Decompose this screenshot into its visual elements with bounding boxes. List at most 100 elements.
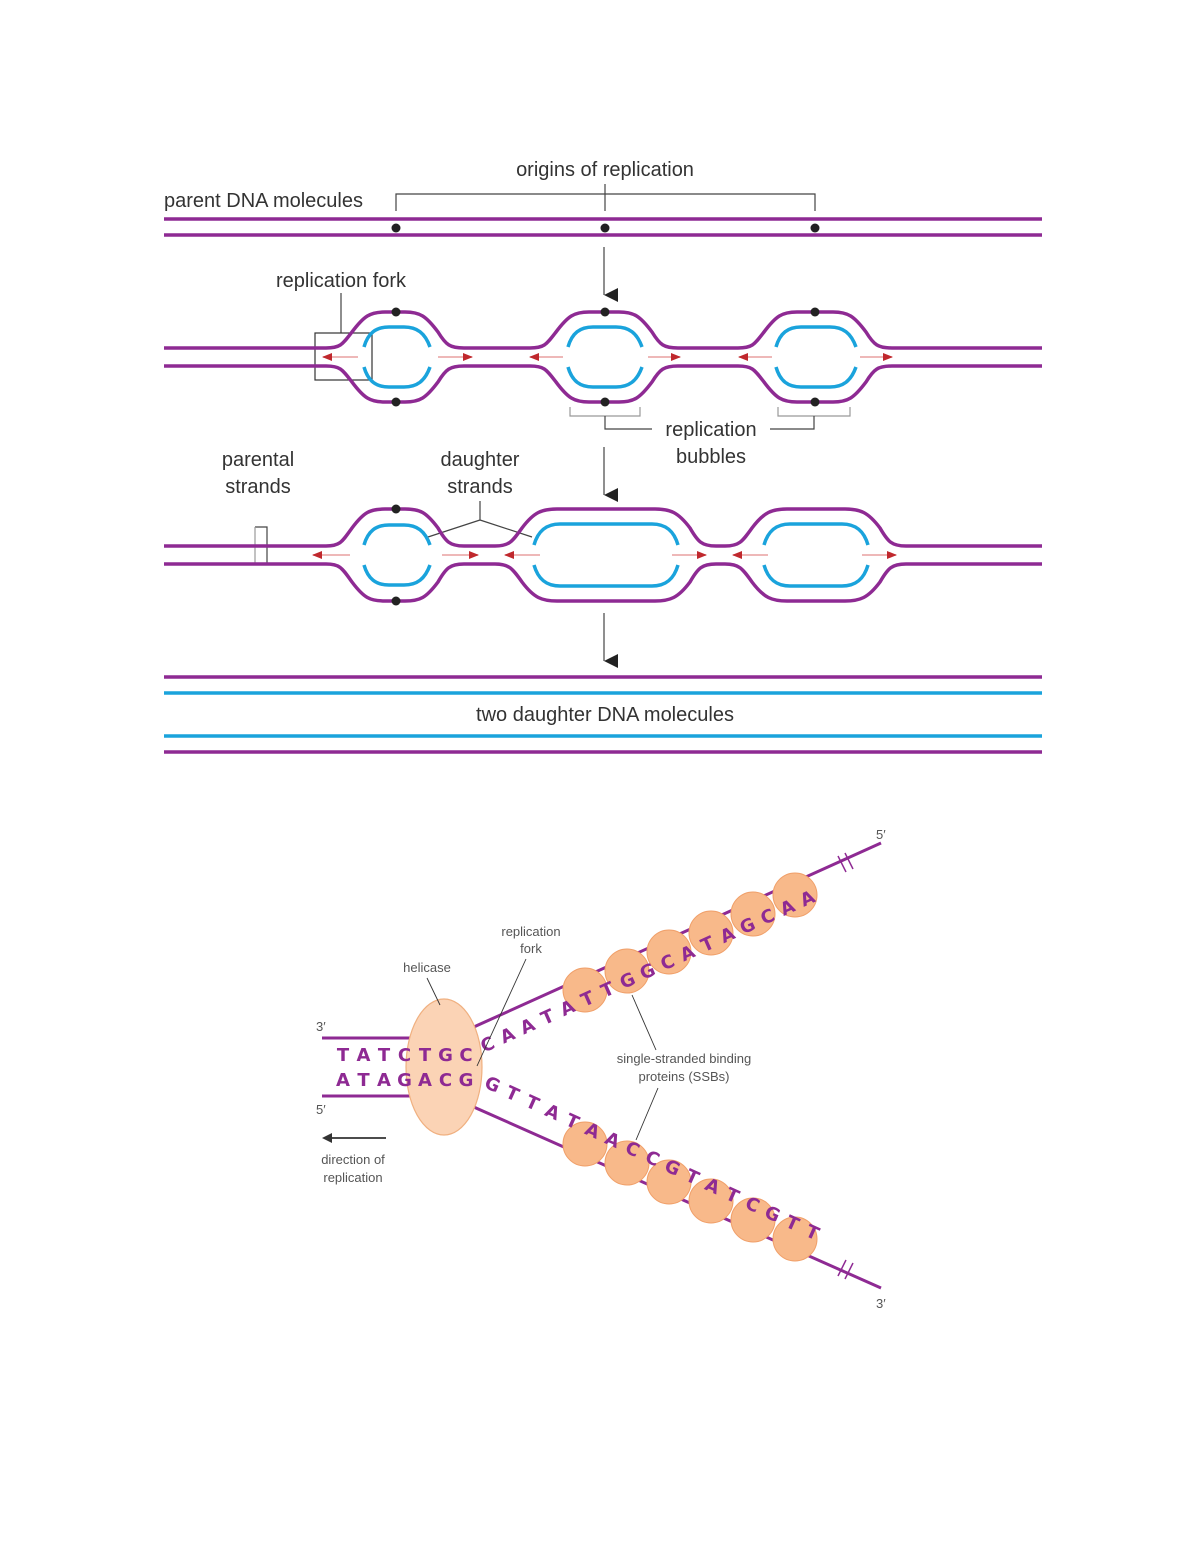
daughter-strand <box>362 523 432 546</box>
direction-label-line2: replication <box>323 1170 382 1185</box>
origin-dot <box>391 307 401 317</box>
strand-break-mark <box>837 1259 854 1280</box>
base-letter: C <box>439 1070 452 1091</box>
two-daughter-molecules-label: two daughter DNA molecules <box>476 704 734 726</box>
origin-dot <box>810 307 820 317</box>
daughter-strand <box>362 325 432 348</box>
daughter-molecules-row: two daughter DNA molecules <box>164 675 1042 754</box>
daughter-strand <box>762 522 870 546</box>
ssb-protein <box>772 872 818 918</box>
ssb-protein <box>604 1140 650 1186</box>
daughter-strand <box>532 564 680 588</box>
ssb-protein <box>646 1159 692 1205</box>
bubbles-row: replication fork <box>164 270 1042 468</box>
replication-fork-label: replication fork <box>276 270 407 292</box>
origin-dot <box>600 397 610 407</box>
daughter-strand <box>362 564 432 587</box>
base-letter: A <box>377 1070 391 1091</box>
ssb-label-line2: proteins (SSBs) <box>638 1069 729 1084</box>
base-letter: T <box>502 1082 522 1106</box>
origins-label: origins of replication <box>516 159 694 181</box>
ssb-label-line1: single-stranded binding <box>617 1051 751 1066</box>
origin-dot <box>600 223 610 233</box>
direction-arrowhead <box>322 1133 332 1143</box>
replication-fork-leader <box>476 958 527 1067</box>
bubble-bracket <box>777 407 851 417</box>
ssb-protein <box>562 967 608 1013</box>
parental-strands-label-line1: parental <box>222 449 294 471</box>
end-label-5prime-left: 5′ <box>316 1102 326 1117</box>
ssb-protein <box>688 1178 734 1224</box>
base-letter: T <box>419 1045 432 1066</box>
base-letter: A <box>497 1023 518 1048</box>
base-letter: G <box>481 1072 503 1097</box>
ssb-leader-upper <box>631 994 657 1051</box>
parent-strand-top <box>164 507 1042 548</box>
parent-strand-top <box>164 310 1042 350</box>
base-letter: C <box>459 1045 472 1066</box>
end-label-3prime-left: 3′ <box>316 1019 326 1034</box>
daughter-strand <box>774 366 858 389</box>
daughter-strand <box>566 366 644 389</box>
base-letter: T <box>378 1045 391 1066</box>
ssb-protein <box>730 1197 776 1243</box>
ssb-proteins-lower <box>562 1121 818 1262</box>
base-letter: A <box>418 1070 432 1091</box>
parent-strand-bottom <box>164 562 1042 603</box>
daughter-strands-label-line1: daughter <box>441 449 520 471</box>
bubbles-leader <box>604 416 652 430</box>
replication-bubbles-label-line2: bubbles <box>676 446 746 468</box>
end-label-5prime-right: 5′ <box>876 827 886 842</box>
replication-bubbles-label-line1: replication <box>665 419 756 441</box>
replication-fork-box <box>314 332 373 381</box>
ssb-protein <box>646 929 692 975</box>
base-letter: G <box>397 1070 412 1091</box>
base-letter: T <box>538 1005 558 1029</box>
parental-strands-bracket <box>255 526 268 563</box>
end-label-3prime-right: 3′ <box>876 1296 886 1311</box>
base-letter: T <box>337 1045 350 1066</box>
daughter-strand <box>566 325 644 348</box>
strand-break-mark <box>837 852 854 873</box>
base-letter: T <box>522 1091 542 1115</box>
base-letter: A <box>517 1014 538 1039</box>
parental-strands-label-line2: strands <box>225 476 291 498</box>
helicase-enzyme <box>405 998 483 1136</box>
origin-dot <box>810 397 820 407</box>
ssb-leader-lower <box>635 1087 659 1141</box>
daughter-strand <box>532 522 680 546</box>
parent-strand-bottom <box>164 364 1042 404</box>
origin-dot <box>391 397 401 407</box>
base-letter: C <box>398 1045 411 1066</box>
replication-fork-label-line1: replication <box>501 924 560 939</box>
bubbles-leader <box>770 416 815 430</box>
ssb-proteins-upper <box>562 872 818 1013</box>
origin-dot <box>600 307 610 317</box>
upper-strand <box>322 841 882 1040</box>
replication-overview-diagram: parent DNA molecules origins of replicat… <box>164 159 1042 754</box>
base-letter: A <box>336 1070 350 1091</box>
ssb-protein <box>688 910 734 956</box>
replication-fork-label-line2: fork <box>520 941 542 956</box>
origin-dot <box>391 504 401 514</box>
ssb-protein <box>604 948 650 994</box>
daughter-strands-leader <box>427 501 533 538</box>
base-letter: A <box>357 1045 371 1066</box>
ssb-protein <box>772 1216 818 1262</box>
base-letter: A <box>542 1100 563 1125</box>
ssb-protein <box>730 891 776 937</box>
origin-dot <box>391 223 401 233</box>
direction-label-line1: direction of <box>321 1152 385 1167</box>
merging-bubbles-row: parental strands daughter strands <box>164 449 1042 606</box>
daughter-strands-label-line2: strands <box>447 476 513 498</box>
origin-dot <box>391 596 401 606</box>
daughter-strand <box>362 366 432 389</box>
base-letter: T <box>357 1070 370 1091</box>
parent-dna-label: parent DNA molecules <box>164 190 363 212</box>
origin-dot <box>810 223 820 233</box>
helicase-leader <box>426 977 441 1006</box>
ssb-protein <box>562 1121 608 1167</box>
base-letter: G <box>438 1045 453 1066</box>
